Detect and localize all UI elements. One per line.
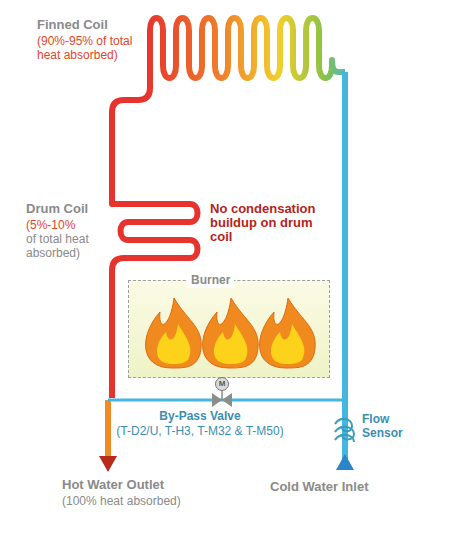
burner-ground: [128, 280, 330, 378]
cold-pipe: [342, 72, 348, 466]
port-name: Hot Water Outlet: [62, 478, 192, 492]
flame-core: [214, 324, 247, 364]
part-name: Finned Coil: [37, 18, 147, 32]
flame-core: [157, 324, 190, 364]
callout-note: No condensation buildup on drum coil: [210, 202, 335, 244]
flame: [260, 298, 316, 368]
flame: [146, 298, 202, 368]
box-heading: Burner: [187, 272, 234, 288]
flame-core: [271, 324, 304, 364]
burner-box: Burner: [128, 280, 330, 378]
part-name: Drum Coil: [26, 202, 108, 216]
symbol-letter: M: [219, 379, 226, 389]
percentage-note: (90%-95% of total heat absorbed): [37, 34, 149, 62]
motor-circle: M: [215, 377, 229, 391]
inlet-arrow: [336, 454, 354, 470]
flame: [203, 298, 259, 368]
port-name: Cold Water Inlet: [270, 480, 420, 494]
valve-stem: [221, 390, 223, 400]
model-list: (T-D2/U, T-H3, T-M32 & T-M50): [95, 424, 305, 438]
part-name: Flow Sensor: [362, 412, 422, 440]
flames: [146, 298, 316, 368]
percentage-note: (100% heat absorbed): [62, 494, 202, 508]
percentage-note: of total heat absorbed): [26, 232, 106, 260]
flow-sensor-symbol: [335, 419, 354, 442]
drum-coil: [112, 196, 198, 398]
percentage-note: (5%-10%: [26, 218, 108, 232]
part-name: By-Pass Valve: [100, 409, 300, 423]
outlet-arrow: [99, 456, 117, 472]
hot-outlet-pipe: [105, 400, 111, 458]
finned-coil: [112, 18, 345, 200]
